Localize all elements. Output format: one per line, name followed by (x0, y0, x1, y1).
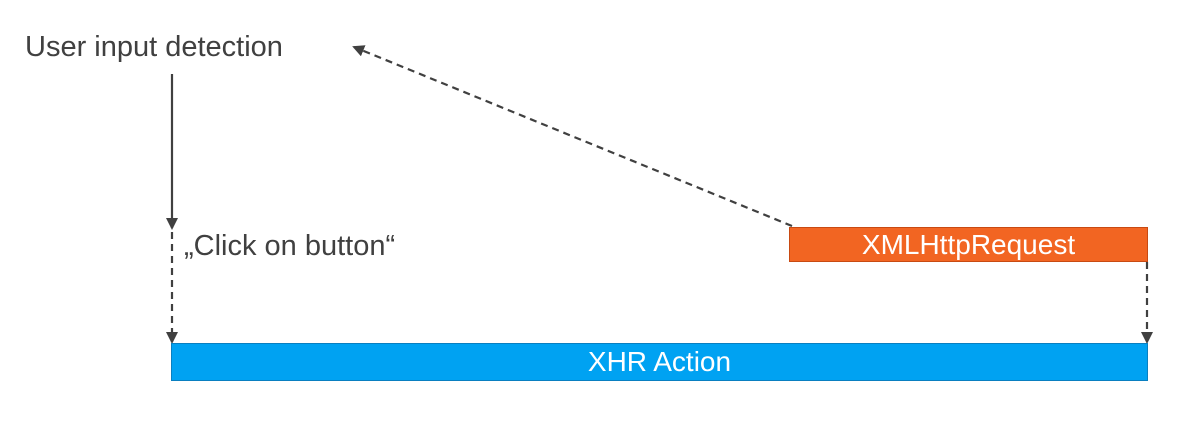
xhr-action-label: XHR Action (587, 346, 732, 377)
xmlhttprequest-bar: XMLHttpRequest (789, 227, 1148, 262)
click-on-button-label: „Click on button“ (184, 230, 396, 262)
xmlhttprequest-label: XMLHttpRequest (861, 228, 1076, 260)
xhr-action-bar: XHR Action (171, 343, 1148, 381)
dashed-diagonal-arrow (352, 45, 793, 228)
user-input-detection-label: User input detection (25, 31, 283, 63)
